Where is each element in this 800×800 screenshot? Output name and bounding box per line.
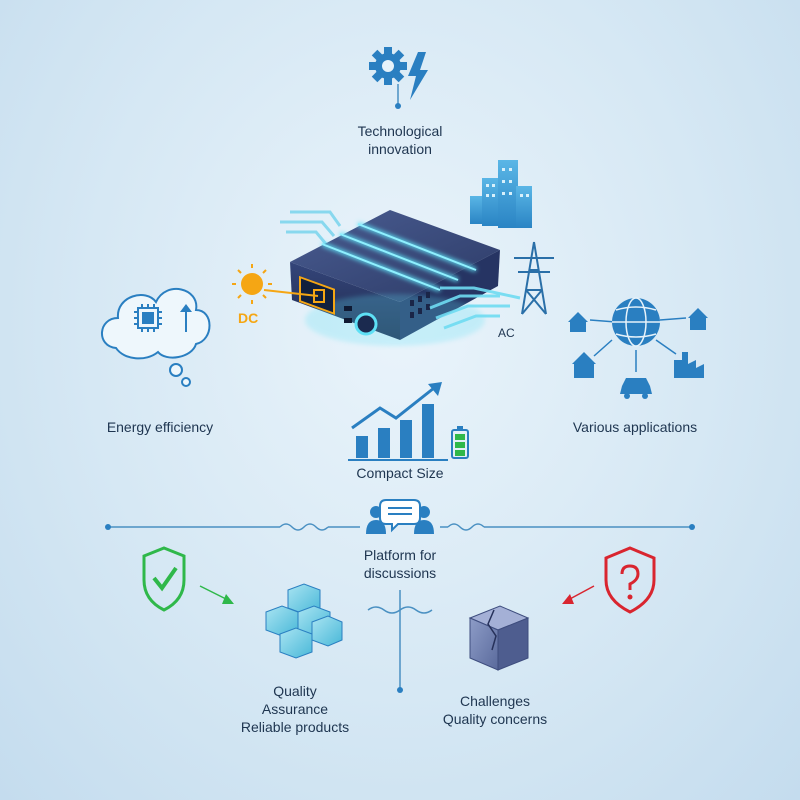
platform-line-1: Platform for [363,547,437,563]
ac-label: AC [498,326,515,340]
cloud-chip-icon [101,287,211,387]
challenges-line-1: Challenges [459,693,531,709]
platform-label: Platform for discussions [330,546,470,582]
city-icon [470,160,532,228]
gear-lightning-icon [369,47,428,109]
boxes-icon [265,583,343,659]
power-tower-icon [514,241,554,315]
inverter-device [290,210,500,346]
growth-chart-icon [348,382,448,461]
challenges-line-2: Quality concerns [442,711,548,727]
quality-line-3: Reliable products [240,719,350,735]
broken-box-icon [468,605,530,671]
battery-icon [451,426,469,459]
dc-label: DC [238,310,259,326]
quality-line-1: Quality [273,683,317,699]
globe-network-icon [568,297,708,399]
tech-line-1: Technological [357,123,443,139]
people-chat-icon [366,499,434,534]
quality-line-2: Assurance [261,701,329,717]
challenges-label: Challenges Quality concerns [420,692,570,728]
platform-line-2: discussions [363,565,437,581]
energy-efficiency-label: Energy efficiency [106,419,214,435]
quality-label: Quality Assurance Reliable products [220,682,370,736]
question-shield-icon [562,546,656,614]
divider-line [108,523,692,690]
compact-size-label: Compact Size [356,465,444,481]
tech-line-2: innovation [368,141,432,157]
various-applications-label: Various applications [572,419,698,435]
sun-icon [232,264,325,304]
tech-innovation-label: Technological innovation [330,122,470,158]
check-shield-icon [142,546,234,612]
